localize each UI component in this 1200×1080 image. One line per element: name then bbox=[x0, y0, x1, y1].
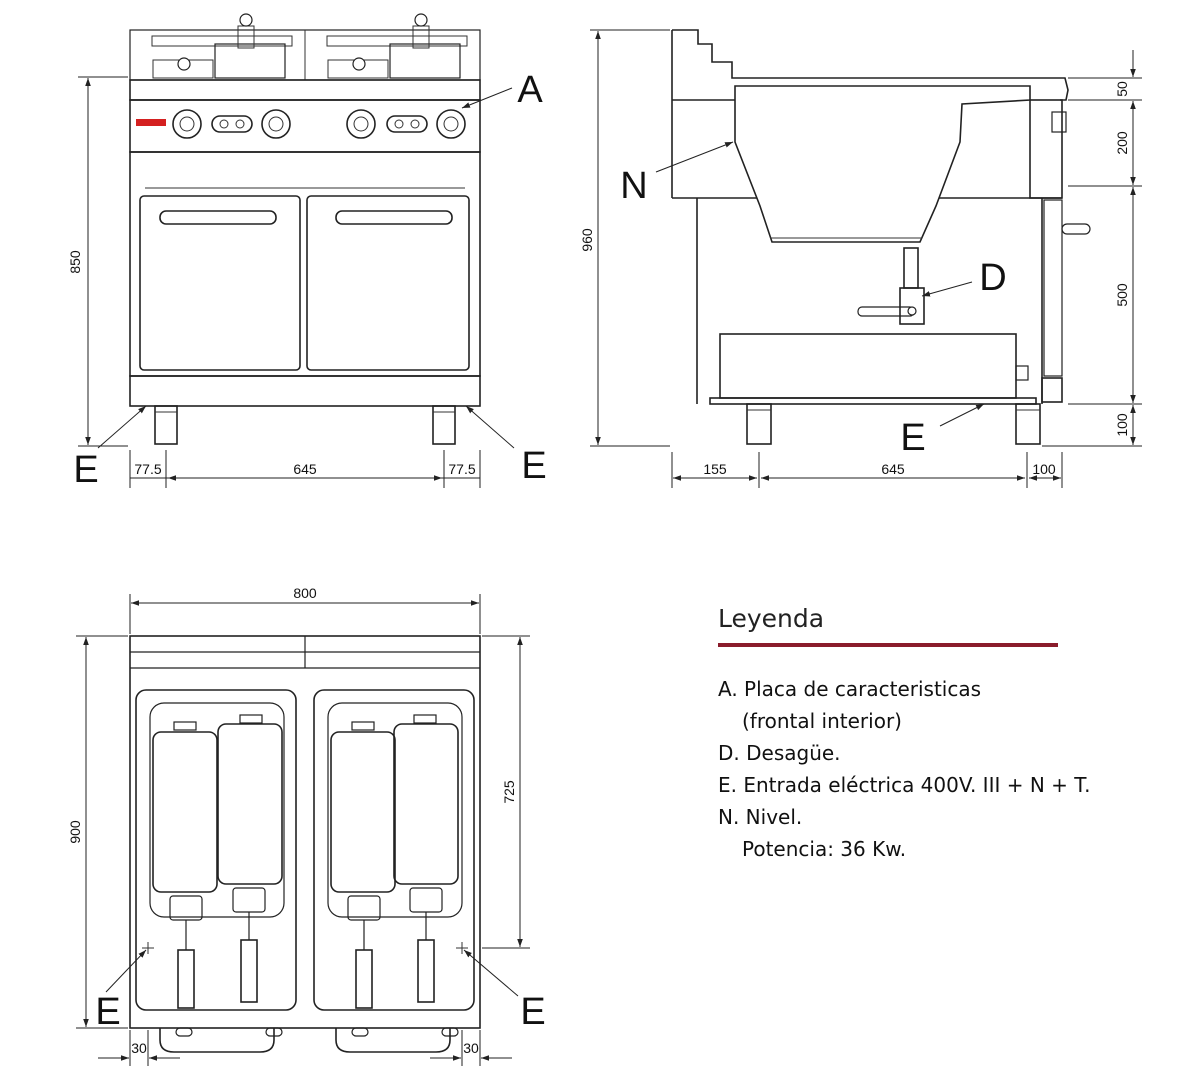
legend-power: Potencia: 36 Kw. bbox=[742, 837, 907, 861]
top-depth-label: 900 bbox=[67, 820, 83, 844]
callout-a: A bbox=[517, 69, 543, 111]
front-baskets bbox=[129, 13, 481, 81]
legend-divider bbox=[718, 643, 1058, 647]
legend-item-n: N. Nivel. bbox=[718, 805, 803, 829]
side-width-100-label: 100 bbox=[1032, 461, 1056, 477]
top-view bbox=[76, 594, 530, 1066]
legend: Leyenda A. Placa de caracteristicas (fro… bbox=[718, 604, 1091, 865]
front-plinth bbox=[129, 375, 481, 407]
callout-e-side: E bbox=[900, 417, 925, 459]
tank-left bbox=[135, 689, 297, 1011]
callout-e-top-right: E bbox=[520, 991, 545, 1033]
callout-e-front-left: E bbox=[73, 449, 98, 491]
front-rim bbox=[129, 79, 481, 101]
top-edge-right-label: 30 bbox=[463, 1040, 479, 1056]
legend-item-d: D. Desagüe. bbox=[718, 741, 841, 765]
legend-item-a-note: (frontal interior) bbox=[742, 709, 902, 733]
callout-e-front-right: E bbox=[521, 445, 546, 487]
legend-item-e: E. Entrada eléctrica 400V. III + N + T. bbox=[718, 773, 1091, 797]
callout-d: D bbox=[979, 257, 1006, 299]
legend-title: Leyenda bbox=[718, 604, 825, 633]
front-width-right-label: 77.5 bbox=[448, 461, 475, 477]
callout-e-top-left: E bbox=[95, 991, 120, 1033]
top-outline bbox=[129, 635, 481, 1029]
front-view bbox=[78, 13, 515, 488]
drain-handles-top bbox=[159, 1027, 459, 1053]
side-total-height-label: 960 bbox=[579, 228, 595, 252]
top-baskets bbox=[152, 714, 459, 1009]
front-width-main-label: 645 bbox=[293, 461, 317, 477]
drain-valve bbox=[857, 247, 925, 325]
front-feet bbox=[154, 405, 456, 445]
drain-tray bbox=[719, 333, 1017, 399]
front-height-label: 850 bbox=[67, 250, 83, 274]
control-knobs bbox=[172, 109, 466, 139]
side-width-155-label: 155 bbox=[703, 461, 727, 477]
side-height-50-label: 50 bbox=[1114, 81, 1130, 97]
top-inner-depth-label: 725 bbox=[501, 780, 517, 804]
top-edge-left-label: 30 bbox=[131, 1040, 147, 1056]
front-doors bbox=[139, 195, 470, 371]
electrical-entry-marks bbox=[142, 942, 468, 954]
side-height-500-label: 500 bbox=[1114, 283, 1130, 307]
top-width-label: 800 bbox=[293, 585, 317, 601]
front-width-left-label: 77.5 bbox=[134, 461, 161, 477]
side-width-645-label: 645 bbox=[881, 461, 905, 477]
side-height-100-label: 100 bbox=[1114, 413, 1130, 437]
callout-n: N bbox=[620, 165, 647, 207]
side-view bbox=[590, 29, 1142, 488]
front-cabinet bbox=[129, 151, 481, 377]
tank-right bbox=[313, 689, 475, 1011]
side-height-200-label: 200 bbox=[1114, 131, 1130, 155]
legend-item-a: A. Placa de caracteristicas bbox=[718, 677, 982, 701]
oil-tank bbox=[734, 85, 1031, 243]
brand-logo bbox=[136, 119, 166, 126]
